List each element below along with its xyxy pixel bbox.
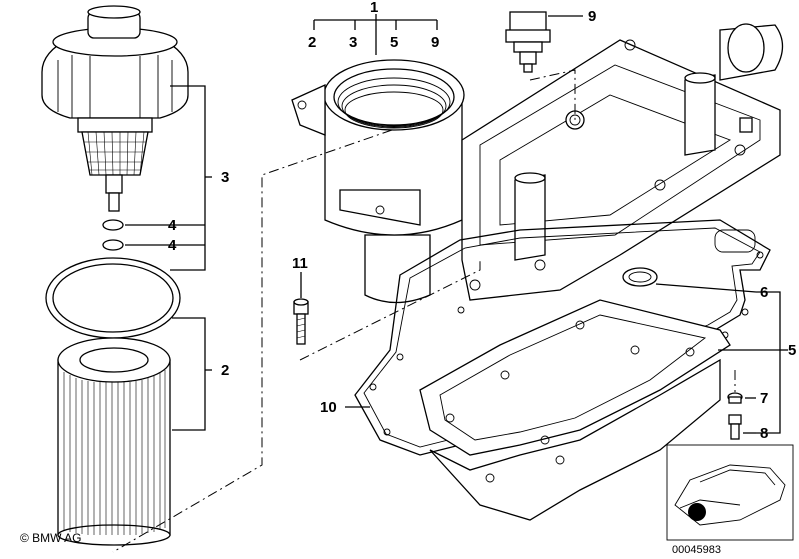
callout-9-top: 9	[431, 34, 439, 51]
callout-6: 6	[760, 284, 768, 301]
assembly-lines	[112, 69, 736, 553]
filter-cap[interactable]	[41, 5, 189, 212]
oil-pressure-switch[interactable]	[505, 11, 551, 73]
callout-5-side: 5	[788, 342, 796, 359]
filter-cap-cage	[81, 131, 149, 176]
callout-3-top: 3	[349, 34, 357, 51]
location-marker	[688, 503, 706, 521]
callout-5-top: 5	[390, 34, 398, 51]
callout-2-element: 2	[221, 362, 229, 379]
callout-11: 11	[292, 255, 308, 272]
o-ring-upper[interactable]	[102, 219, 124, 231]
callout-8: 8	[760, 425, 768, 442]
oil-cooler-housing[interactable]	[461, 23, 784, 301]
callout-1: 1	[370, 0, 378, 16]
callout-labels: 1 2 3 5 9 9 3 4 4 2 11 6 5 7 8 10	[168, 0, 796, 442]
o-ring-lower[interactable]	[102, 239, 124, 251]
callout-9-switch: 9	[588, 8, 596, 25]
filter-housing-seal[interactable]	[45, 257, 181, 339]
vehicle-locator-thumbnail	[666, 444, 794, 541]
oil-cooler[interactable]	[419, 299, 731, 521]
drawing-number: 00045983	[672, 544, 721, 556]
callout-4-upper: 4	[168, 217, 177, 234]
callout-3-cap: 3	[221, 169, 229, 186]
copyright-notice: © BMW AG	[20, 531, 82, 545]
drain-screw[interactable]	[728, 414, 742, 440]
callout-2-top: 2	[308, 34, 316, 51]
callout-leaders	[300, 14, 788, 434]
oil-filter-housing[interactable]	[291, 59, 465, 304]
seal-ring[interactable]	[727, 392, 743, 404]
callout-7: 7	[760, 390, 768, 407]
filter-element[interactable]	[57, 337, 171, 546]
callout-10: 10	[320, 399, 337, 416]
hex-bolt[interactable]	[293, 298, 309, 345]
callout-4-lower: 4	[168, 237, 177, 254]
